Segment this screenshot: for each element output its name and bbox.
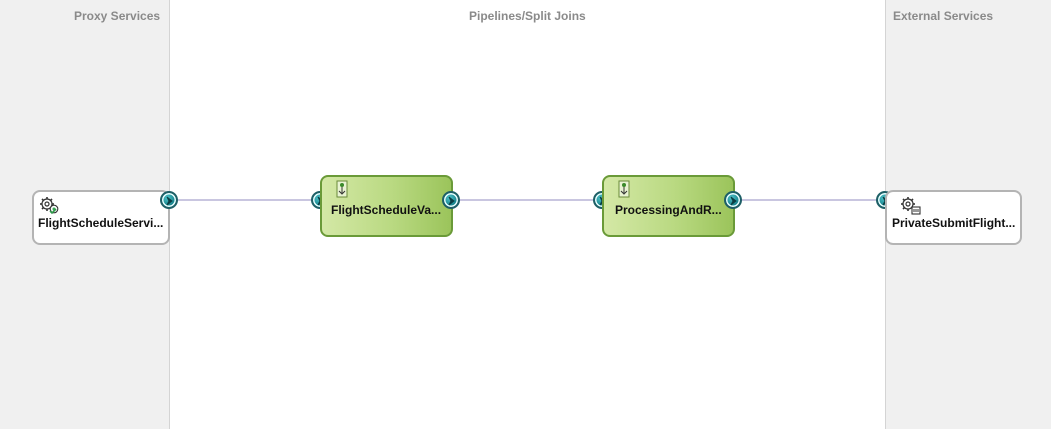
pipeline-2-node[interactable]: ProcessingAndR...	[602, 175, 735, 237]
pipelines-title: Pipelines/Split Joins	[469, 9, 586, 23]
external-services-title: External Services	[893, 9, 994, 23]
proxy-service-out-port[interactable]	[160, 191, 178, 209]
business-service-label: PrivateSubmitFlight...	[892, 216, 1016, 230]
pipeline-2-label: ProcessingAndR...	[615, 203, 722, 217]
wire-pipeline-to-business	[741, 199, 877, 201]
pipeline-1-out-port[interactable]	[442, 191, 460, 209]
wire-pipeline-to-pipeline	[459, 199, 595, 201]
business-service-icon	[900, 196, 922, 219]
pipeline-1-node[interactable]: FlightScheduleVa...	[320, 175, 453, 237]
proxy-service-label: FlightScheduleServi...	[38, 216, 164, 230]
proxy-service-node[interactable]: FlightScheduleServi...	[32, 190, 170, 245]
wire-proxy-to-pipeline	[177, 199, 313, 201]
pipeline-icon	[618, 180, 630, 201]
pipeline-2-out-port[interactable]	[724, 191, 742, 209]
pipeline-1-label: FlightScheduleVa...	[331, 203, 442, 217]
pipelines-lane: Pipelines/Split Joins	[170, 0, 885, 429]
pipeline-icon	[336, 180, 348, 201]
proxy-services-title: Proxy Services	[74, 9, 161, 23]
business-service-node[interactable]: PrivateSubmitFlight...	[885, 190, 1022, 245]
gear-cluster-icon	[39, 196, 61, 219]
